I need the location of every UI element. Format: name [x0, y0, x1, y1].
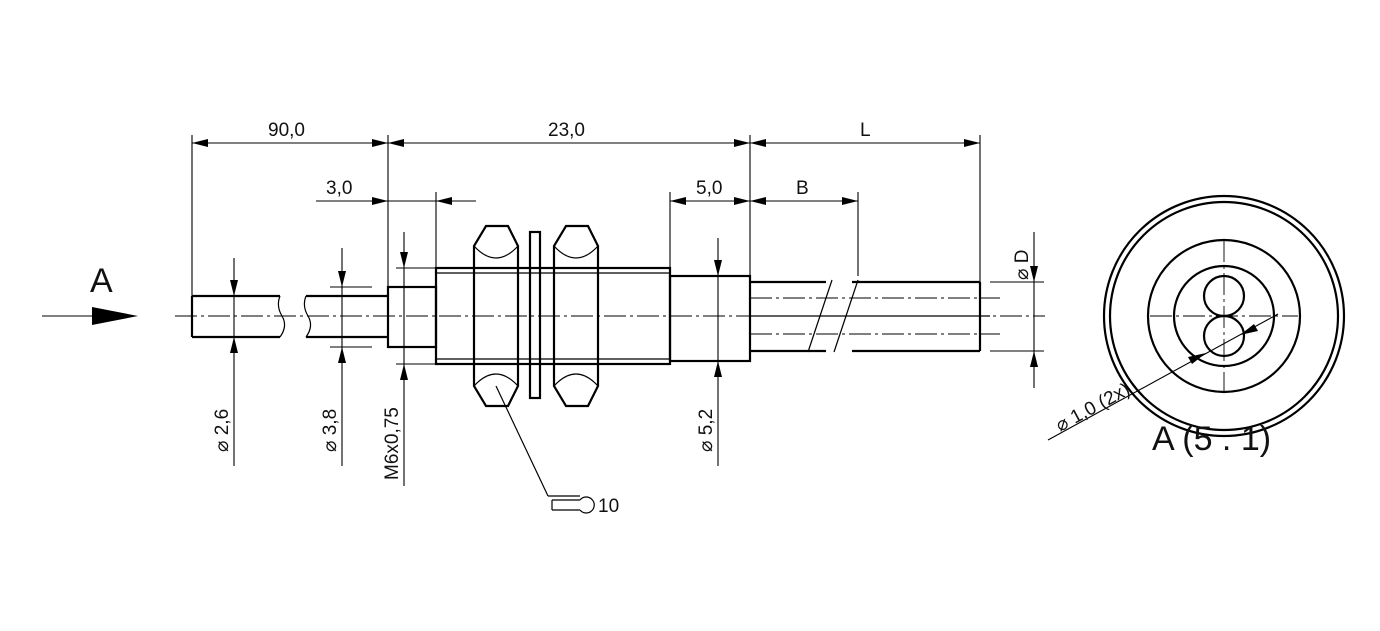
dim-B-label: B [796, 178, 809, 199]
dim-dia-D: ⌀ D [990, 232, 1044, 388]
dim-thread-label: M6x0,75 [382, 407, 403, 480]
wrench-size-label: 10 [598, 496, 619, 517]
dim-dia-D-label: ⌀ D [1012, 250, 1033, 280]
fiber-sleeve [306, 294, 388, 339]
dim-dia-26-label: ⌀ 2,6 [212, 409, 233, 452]
dim-dia-38-label: ⌀ 3,8 [320, 409, 341, 452]
hex-nut-left [472, 224, 520, 408]
ferrule-step [386, 285, 438, 349]
dim-3-label: 3,0 [326, 178, 352, 199]
dim-dia-52: ⌀ 5,2 [696, 238, 722, 466]
detail-view-a: ⌀ 1,0 (2x) A (5 . 1) [1047, 194, 1346, 458]
dim-L-label: L [860, 120, 871, 141]
wrench-callout: 10 [495, 385, 619, 517]
fiber-tip [190, 294, 312, 339]
dim-B: B [750, 178, 859, 276]
cable [750, 279, 1000, 353]
fiber-diameter-leader [1047, 313, 1279, 441]
hex-nut-right [552, 224, 600, 408]
washer [528, 230, 542, 400]
fiber-diameter-label: ⌀ 1,0 (2x) [1052, 379, 1133, 436]
dim-23-label: 23,0 [548, 120, 585, 141]
detail-label: A (5 . 1) [1152, 420, 1271, 458]
rear-sleeve [668, 274, 752, 363]
view-arrow-a: A [42, 262, 138, 325]
wrench-icon [552, 496, 595, 514]
dim-90-label: 90,0 [268, 120, 305, 141]
dim-dia-26: ⌀ 2,6 [212, 258, 238, 466]
dim-90: 90,0 [191, 120, 389, 296]
dim-dia-38: ⌀ 3,8 [320, 248, 372, 466]
dim-5: 5,0 [669, 178, 750, 276]
view-label: A [90, 262, 113, 300]
dim-3: 3,0 [316, 178, 476, 268]
dim-dia-52-label: ⌀ 5,2 [696, 409, 717, 452]
dim-L: L [750, 120, 981, 282]
dim-thread: M6x0,75 [382, 232, 436, 486]
dim-23: 23,0 [388, 120, 751, 276]
dim-5-label: 5,0 [696, 178, 722, 199]
